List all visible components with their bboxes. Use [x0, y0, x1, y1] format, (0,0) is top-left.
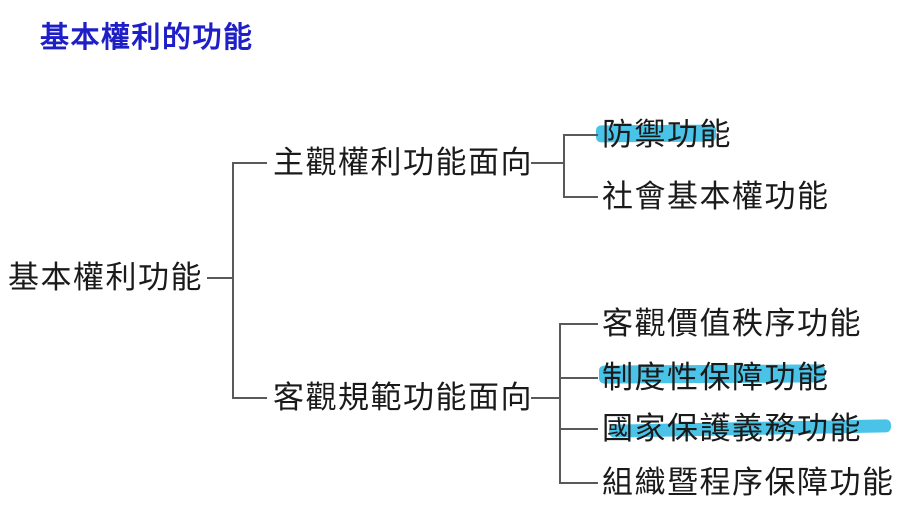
- connector-subjective-dash: [531, 162, 565, 164]
- connector-objective-branch-4: [559, 482, 598, 484]
- connector-objective-branch-2: [559, 377, 598, 379]
- connector-subjective-branch-1: [563, 134, 598, 136]
- leaf-institutional-guarantee-function: 制度性保障功能: [602, 360, 830, 395]
- leaf-organization-procedure-guarantee-function: 組織暨程序保障功能: [602, 465, 895, 500]
- connector-l1-branch-bottom: [232, 397, 267, 399]
- connector-objective-dash: [531, 397, 560, 399]
- leaf-objective-value-order-function: 客觀價值秩序功能: [602, 306, 862, 341]
- connector-objective-branch-3: [559, 428, 598, 430]
- connector-l1-vertical: [232, 162, 234, 399]
- leaf-social-rights-function: 社會基本權功能: [602, 179, 830, 214]
- connector-objective-vertical: [559, 323, 561, 484]
- connector-subjective-branch-2: [563, 196, 598, 198]
- connector-objective-branch-1: [559, 323, 598, 325]
- node-subjective-aspect: 主觀權利功能面向: [273, 145, 533, 180]
- connector-root-dash: [207, 277, 233, 279]
- diagram-title: 基本權利的功能: [40, 22, 254, 54]
- leaf-state-protection-duty-function: 國家保護義務功能: [602, 411, 862, 446]
- connector-subjective-vertical: [563, 134, 565, 198]
- node-root: 基本權利功能: [8, 260, 203, 295]
- connector-l1-branch-top: [232, 162, 267, 164]
- node-objective-aspect: 客觀規範功能面向: [273, 380, 533, 415]
- leaf-defense-function: 防禦功能: [602, 117, 732, 152]
